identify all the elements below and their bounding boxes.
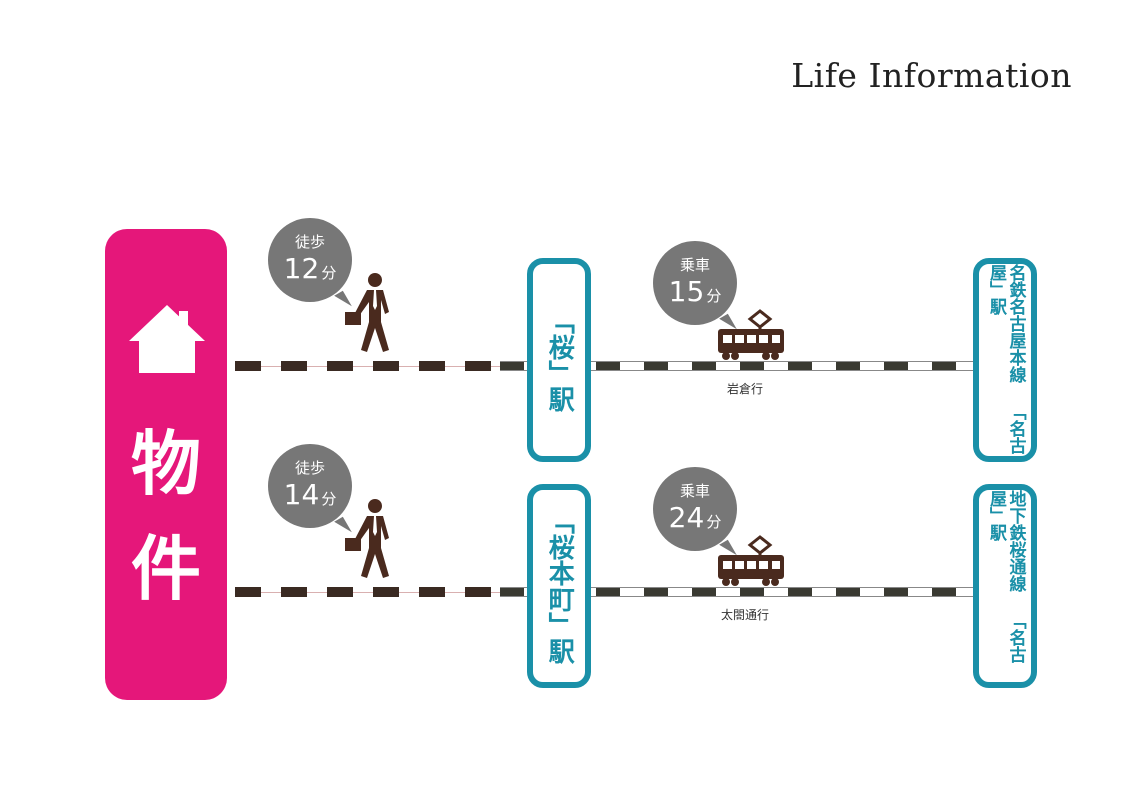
train-direction: 岩倉行 [726,382,763,396]
destination-station-name: 「名古屋」駅 [986,264,1026,454]
property-char-1: 物 [131,423,201,505]
rail-line [500,361,975,371]
property-block: 物 件 [105,229,227,700]
train-icon [716,535,786,591]
ride-unit: 分 [706,287,722,305]
ride-minutes: 15 [668,275,705,308]
destination-text: 地下鉄桜通線 「名古屋」駅 [985,490,1026,682]
walk-minutes: 14 [283,478,320,511]
ride-minutes: 24 [668,501,705,534]
page-title: Life Information [791,56,1072,95]
station-name: 「桜」駅 [544,308,575,412]
train-icon [716,309,786,365]
walking-person-icon [343,498,405,584]
station-name: 「桜本町」駅 [544,508,575,664]
ride-unit: 分 [706,513,722,531]
ride-label: 乗車 [679,256,710,274]
walk-label: 徒歩 [294,459,325,477]
destination-station: 地下鉄桜通線 「名古屋」駅 [973,484,1037,688]
property-char-2: 件 [131,528,201,610]
walk-minutes: 12 [283,252,320,285]
destination-line: 名鉄名古屋本線 [1005,264,1026,383]
house-icon [129,305,205,373]
destination-station: 名鉄名古屋本線 「名古屋」駅 [973,258,1037,462]
walk-path [235,587,525,597]
ride-label: 乗車 [679,482,710,500]
walk-label: 徒歩 [294,233,325,251]
walk-unit: 分 [321,490,337,508]
destination-line: 地下鉄桜通線 [1005,490,1026,592]
train-direction: 太閤通行 [720,608,769,622]
destination-text: 名鉄名古屋本線 「名古屋」駅 [985,264,1026,456]
destination-station-name: 「名古屋」駅 [986,490,1026,663]
walking-person-icon [343,272,405,358]
nearest-station: 「桜本町」駅 [527,484,591,688]
rail-line [500,587,975,597]
nearest-station: 「桜」駅 [527,258,591,462]
walk-unit: 分 [321,264,337,282]
walk-path [235,361,525,371]
